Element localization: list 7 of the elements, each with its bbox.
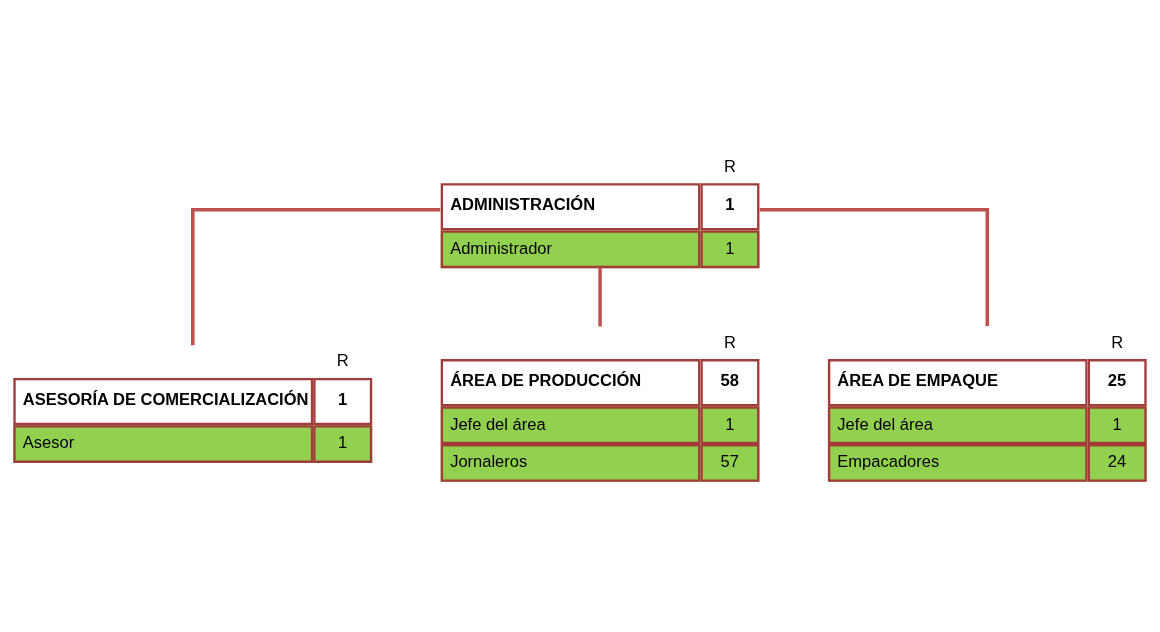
node-label: R bbox=[1111, 332, 1124, 352]
node-label: R bbox=[724, 332, 736, 352]
connector bbox=[191, 208, 441, 346]
connector bbox=[598, 267, 602, 327]
node-label: R bbox=[724, 156, 736, 176]
node-label: R bbox=[336, 351, 349, 371]
connector bbox=[759, 208, 990, 327]
